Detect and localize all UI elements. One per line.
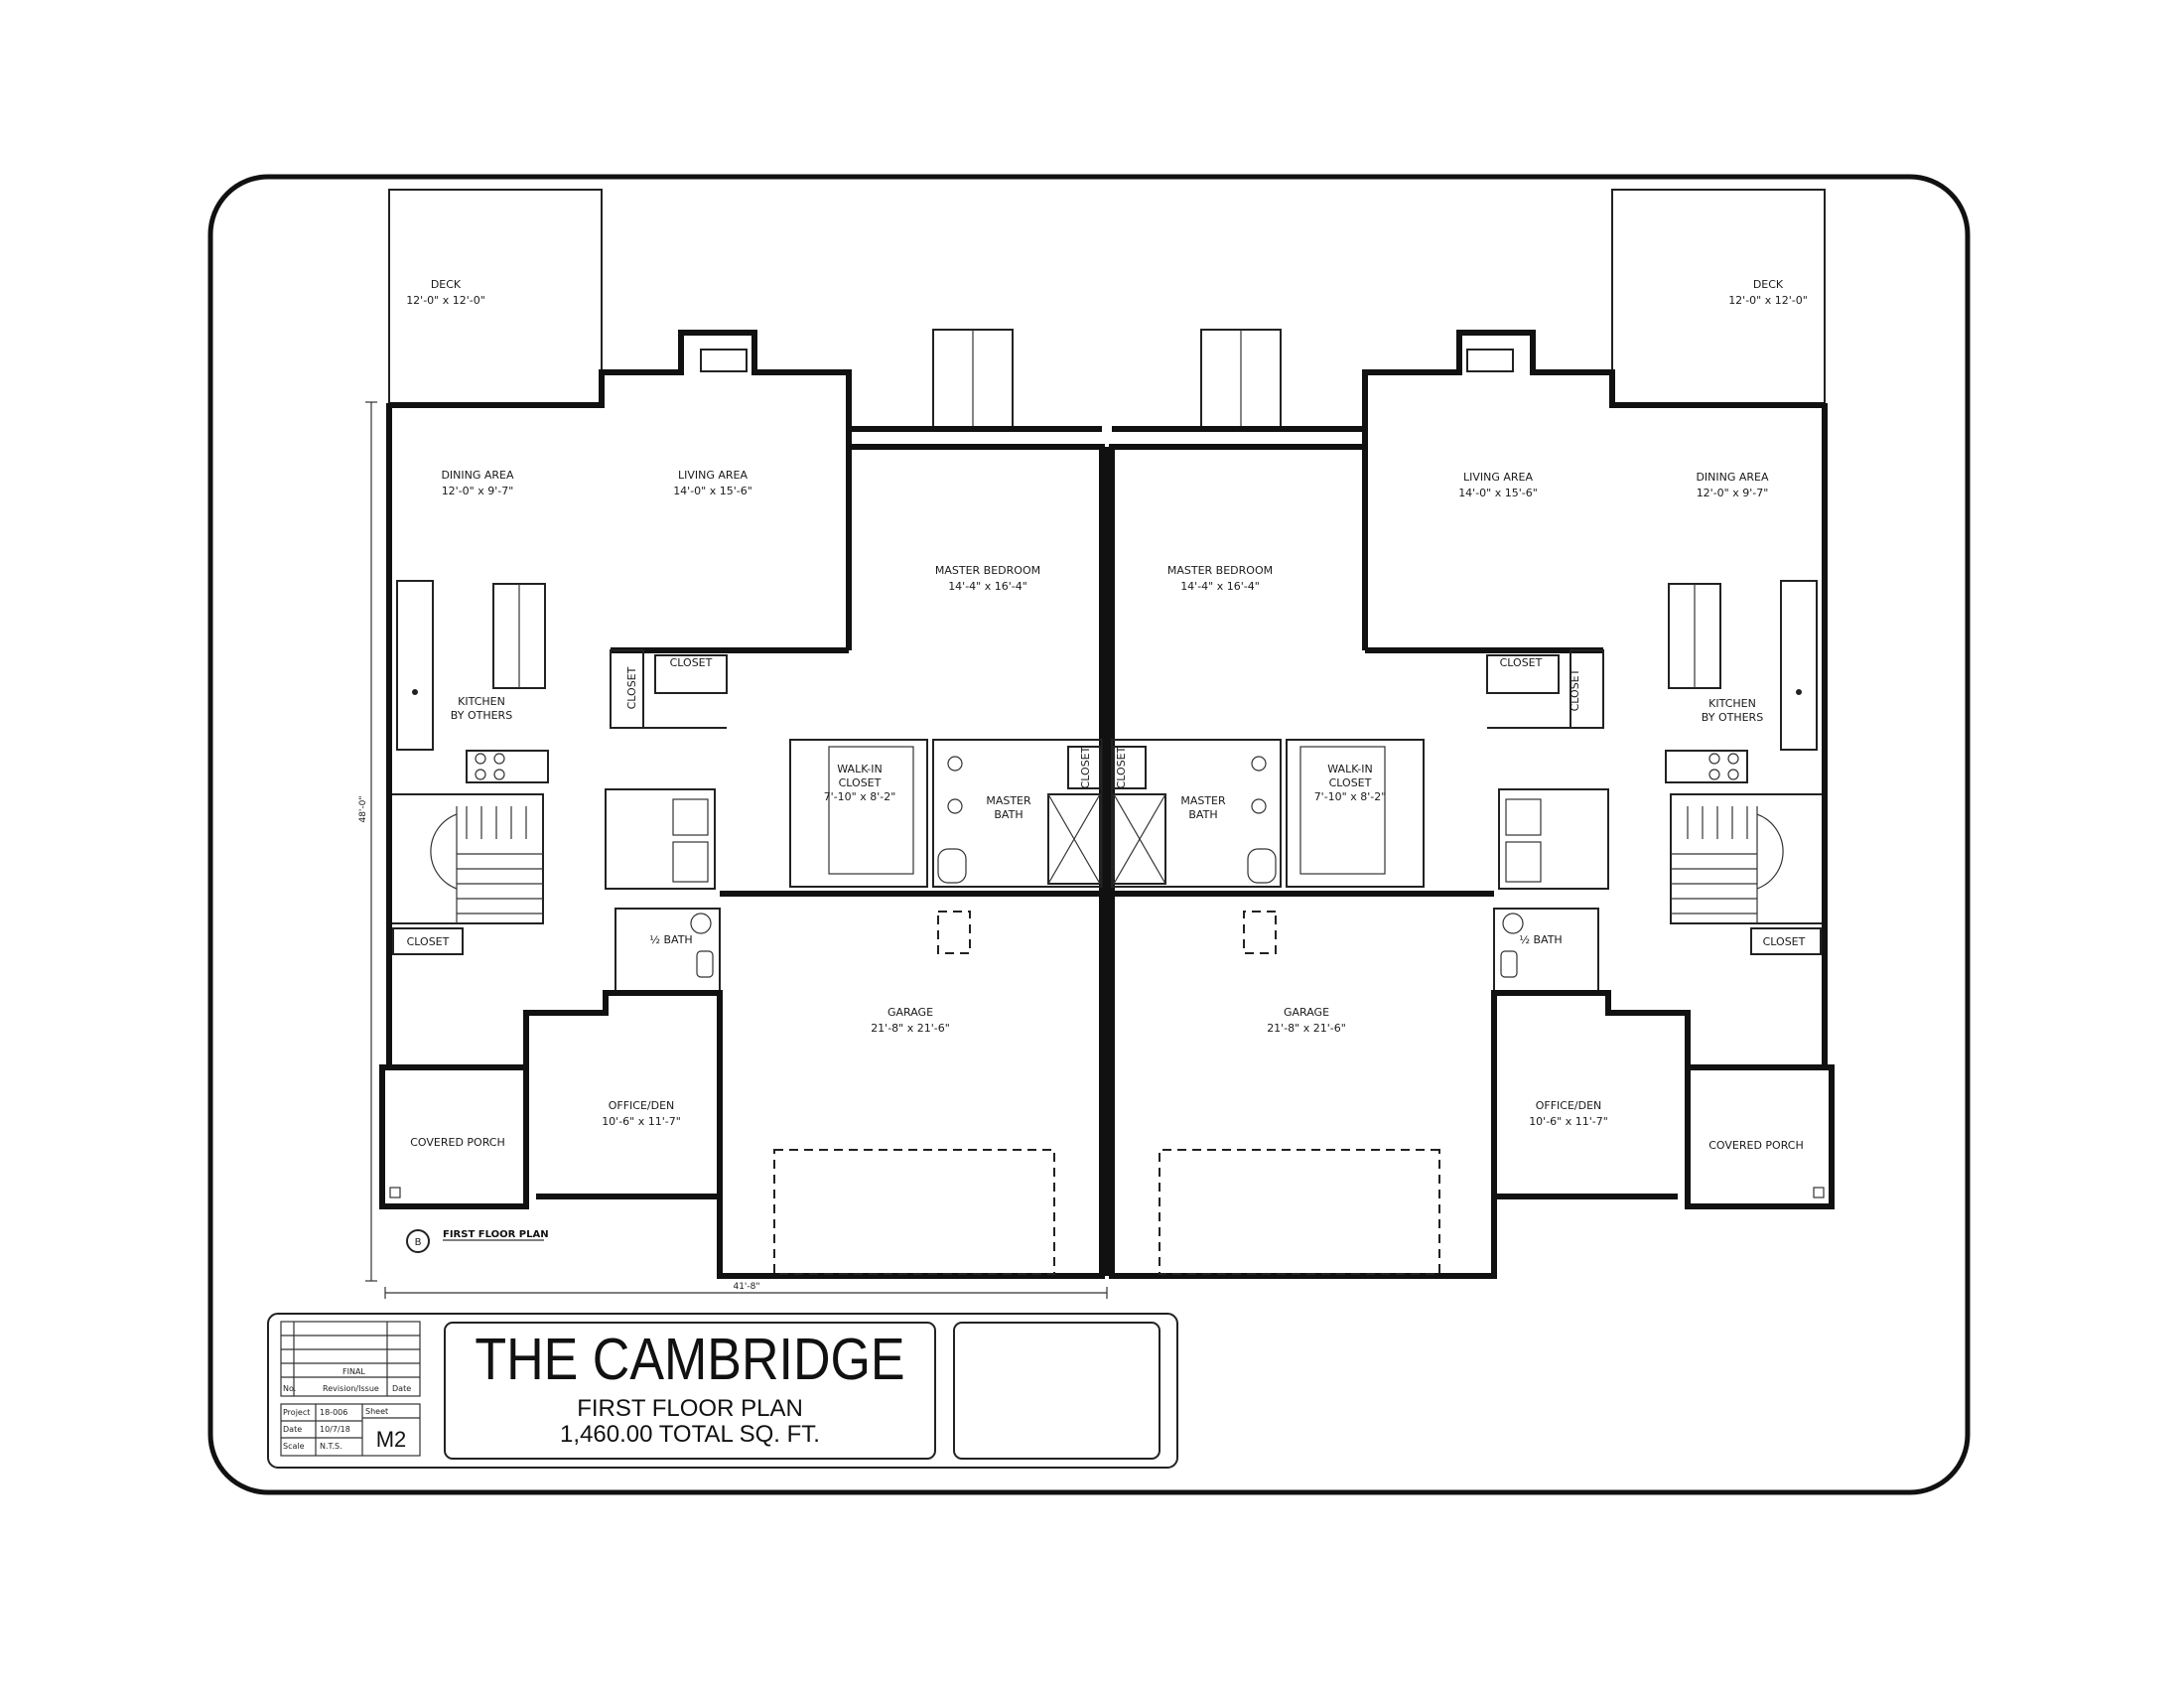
left-office-name: OFFICE/DEN: [609, 1099, 675, 1112]
right-deck-name: DECK: [1753, 278, 1784, 291]
plan-tag: B FIRST FLOOR PLAN: [406, 1229, 549, 1253]
left-master-bath: [932, 739, 1103, 888]
left-range: [466, 750, 549, 783]
left-kitchen-line2: BY OTHERS: [451, 709, 512, 722]
left-dining-name: DINING AREA: [441, 469, 514, 482]
right-living-dim: 14'-0" x 15'-6": [1458, 487, 1538, 499]
right-walkin-line2: CLOSET: [1329, 776, 1372, 789]
left-master-bath-line2: BATH: [994, 808, 1023, 821]
right-closet-a-label: CLOSET: [1569, 668, 1581, 711]
left-office-dim: 10'-6" x 11'-7": [602, 1115, 681, 1128]
revision-table: [280, 1321, 421, 1397]
plan-tag-marker: B: [415, 1237, 422, 1248]
right-dining-name: DINING AREA: [1696, 471, 1769, 484]
left-utility: [605, 788, 716, 890]
right-office-dim: 10'-6" x 11'-7": [1529, 1115, 1608, 1128]
left-deck-dim: 12'-0" x 12'-0": [406, 294, 485, 307]
date-label: Date: [283, 1425, 302, 1434]
right-master-bedroom-dim: 14'-4" x 16'-4": [1180, 580, 1260, 593]
left-labels: DECK 12'-0" x 12'-0" DINING AREA 12'-0" …: [406, 278, 1092, 1149]
title-block: FINAL No. Revision/Issue Date Project 18…: [267, 1313, 1178, 1469]
dimension-lines: 41'-8" 48'-0": [358, 401, 1108, 1299]
title: THE CAMBRIDGE: [475, 1326, 904, 1392]
right-closet-b-label: CLOSET: [1500, 656, 1543, 669]
left-master-bedroom-dim: 14'-4" x 16'-4": [948, 580, 1027, 593]
right-office-name: OFFICE/DEN: [1536, 1099, 1602, 1112]
overall-width-dim: 41'-8": [733, 1282, 759, 1292]
left-closet-d-label: CLOSET: [407, 935, 450, 948]
revision-col-issue: Revision/Issue: [323, 1384, 379, 1393]
right-kitchen-line1: KITCHEN: [1708, 697, 1756, 710]
plan-tag-label: FIRST FLOOR PLAN: [443, 1229, 549, 1240]
logo-panel: [953, 1322, 1160, 1460]
left-living-dim: 14'-0" x 15'-6": [673, 485, 752, 497]
right-closet-d-label: CLOSET: [1763, 935, 1806, 948]
right-deck-dim: 12'-0" x 12'-0": [1728, 294, 1808, 307]
right-dining-dim: 12'-0" x 9'-7": [1697, 487, 1769, 499]
project-value: 18-006: [320, 1408, 347, 1417]
left-fireplace: [700, 349, 748, 372]
left-closet-c: [1067, 746, 1101, 789]
left-living-name: LIVING AREA: [678, 469, 749, 482]
date-value: 10/7/18: [320, 1425, 350, 1434]
left-walkin-dim: 7'-10" x 8'-2": [824, 790, 896, 803]
left-kitchen-counter: [396, 580, 434, 751]
left-porch-label: COVERED PORCH: [410, 1136, 505, 1149]
left-closet-c-label: CLOSET: [1079, 746, 1092, 788]
sheet-label: Sheet: [365, 1407, 388, 1416]
left-walkin-line2: CLOSET: [839, 776, 882, 789]
left-closet-b-label: CLOSET: [670, 656, 713, 669]
right-garage-name: GARAGE: [1284, 1006, 1329, 1019]
left-deck-name: DECK: [431, 278, 462, 291]
left-closet-d: [392, 927, 464, 955]
left-master-bath-line1: MASTER: [986, 794, 1031, 807]
left-garage-name: GARAGE: [887, 1006, 933, 1019]
revision-header: FINAL: [342, 1367, 365, 1376]
left-garage-dim: 21'-8" x 21'-6": [871, 1022, 950, 1035]
left-closet-a: [610, 649, 644, 729]
right-half-bath-label: ½ BATH: [1519, 933, 1562, 946]
project-info-table: [280, 1403, 421, 1457]
left-walkin-closet: [789, 739, 928, 888]
left-closet-a-label: CLOSET: [625, 666, 638, 709]
project-label: Project: [283, 1408, 310, 1417]
left-sink: [412, 689, 418, 695]
left-closet-b: [654, 654, 728, 694]
left-garage-door: [773, 1149, 1055, 1275]
right-labels: DECK 12'-0" x 12'-0" DINING AREA 12'-0" …: [1115, 278, 1808, 1152]
right-closet-c-label: CLOSET: [1115, 746, 1128, 788]
sheet-border: [207, 174, 1971, 1495]
left-half-bath-label: ½ BATH: [649, 933, 692, 946]
overall-depth-dim: 48'-0": [358, 795, 368, 822]
sheet-number: M2: [376, 1427, 407, 1452]
right-unit: [1109, 189, 1835, 1279]
right-walkin-line1: WALK-IN: [1327, 763, 1372, 775]
right-living-name: LIVING AREA: [1463, 471, 1534, 484]
total-area: 1,460.00 TOTAL SQ. FT.: [560, 1421, 820, 1448]
scale-value: N.T.S.: [320, 1442, 342, 1451]
left-office-wall: [523, 990, 723, 1199]
right-master-bath-line1: MASTER: [1180, 794, 1226, 807]
title-panel: [444, 1322, 936, 1460]
right-porch-label: COVERED PORCH: [1708, 1139, 1804, 1152]
left-master-bedroom-name: MASTER BEDROOM: [935, 564, 1040, 577]
left-shower: [1047, 793, 1101, 885]
left-walkin-line1: WALK-IN: [837, 763, 882, 775]
revision-col-no: No.: [283, 1384, 296, 1393]
right-garage-dim: 21'-8" x 21'-6": [1267, 1022, 1346, 1035]
right-kitchen-line2: BY OTHERS: [1702, 711, 1763, 724]
left-garage-wall: [717, 891, 1105, 1279]
left-living-wall: [386, 330, 852, 650]
right-master-bedroom-name: MASTER BEDROOM: [1167, 564, 1273, 577]
left-dining-dim: 12'-0" x 9'-7": [442, 485, 514, 497]
right-walkin-dim: 7'-10" x 8'-2": [1314, 790, 1387, 803]
subtitle: FIRST FLOOR PLAN: [577, 1395, 803, 1422]
left-kitchen-line1: KITCHEN: [458, 695, 505, 708]
left-porch: [379, 1064, 529, 1209]
right-master-bath-line2: BATH: [1188, 808, 1217, 821]
scale-label: Scale: [283, 1442, 305, 1451]
left-unit: [379, 189, 1105, 1279]
revision-col-date: Date: [392, 1384, 411, 1393]
